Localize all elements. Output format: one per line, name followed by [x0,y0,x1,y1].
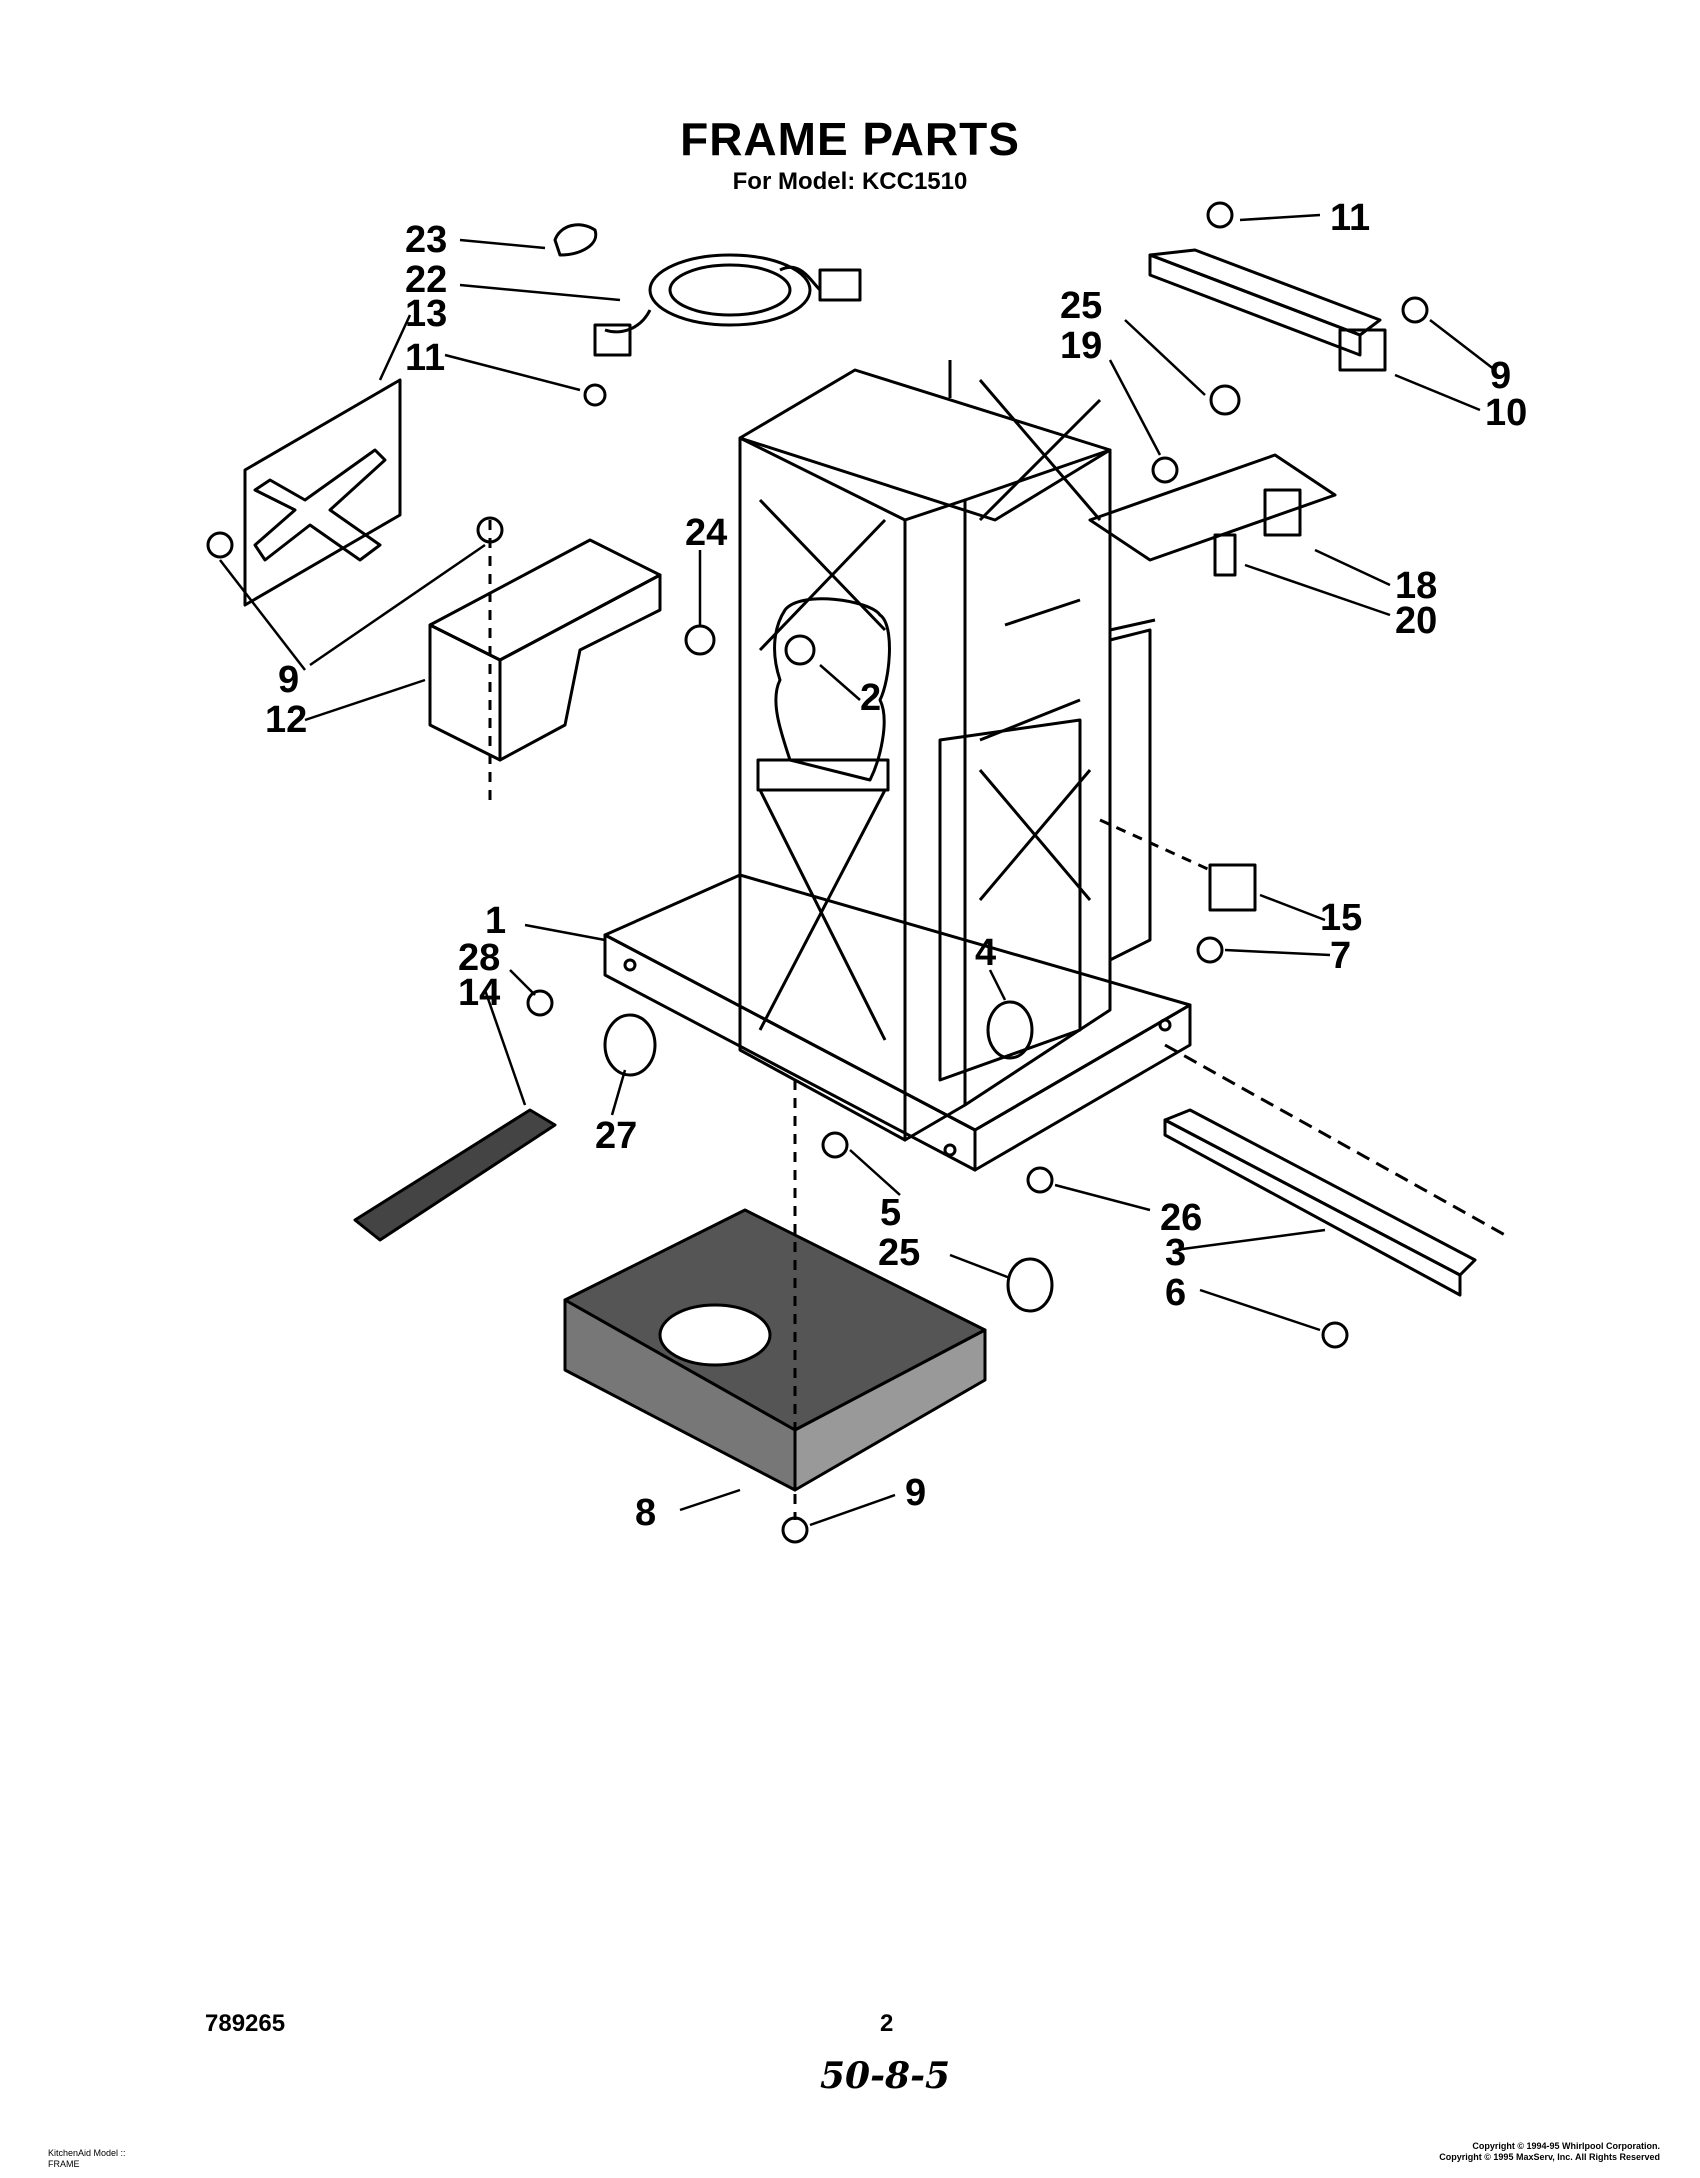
callout-4: 4 [975,932,996,974]
base-pan [603,873,1192,1172]
footer-model-line: KitchenAid Model :: [48,2148,126,2158]
callout-14: 14 [458,972,500,1014]
callout-27: 27 [595,1115,637,1157]
footer-copyright: Copyright © 1994-95 Whirlpool Corporatio… [1439,2141,1660,2163]
model-subtitle: For Model: KCC1510 [732,168,968,195]
callout-7: 7 [1330,935,1351,977]
callout-13: 13 [405,293,447,335]
callout-21: 22 [405,259,447,301]
hardware-parts [206,201,1429,1544]
callout-9-left: 9 [278,659,299,701]
callout-18: 18 [1395,565,1437,607]
leader-lines [219,213,1496,1527]
callout-labels: 23 22 13 11 11 9 10 25 19 18 20 24 2 9 1… [265,197,1527,1534]
part-22-clamp [553,223,598,257]
callout-26: 26 [1160,1197,1202,1239]
callout-2: 2 [860,677,881,719]
part-14-filter [353,1108,557,1242]
footer-model-info: KitchenAid Model :: FRAME [48,2148,126,2170]
callout-15: 15 [1320,897,1362,939]
part-8-fan-base [563,1080,987,1520]
callout-12: 12 [265,699,307,741]
part-10-bracket [1148,248,1387,372]
callout-11-left: 11 [405,337,445,379]
handwritten-note: 50-8-5 [820,2055,951,2097]
document-number: 789265 [205,2010,286,2037]
page-title: FRAME PARTS [680,113,1020,165]
callout-6: 6 [1165,1272,1186,1314]
copyright-line-2: Copyright © 1995 MaxServ, Inc. All Right… [1439,2152,1660,2162]
callout-9-top-right: 9 [1490,355,1511,397]
main-frame-tower [738,360,1156,1142]
callout-11-right: 11 [1330,197,1370,239]
callout-19: 19 [1060,325,1102,367]
callout-5: 5 [880,1192,901,1234]
callout-22: 23 [405,219,447,261]
callout-28: 28 [458,937,500,979]
part-15-switch [1099,818,1257,912]
part-12-cover [428,520,662,805]
callout-24: 24 [685,512,727,554]
part-18-switch-bracket [1088,453,1337,577]
copyright-line-1: Copyright © 1994-95 Whirlpool Corporatio… [1472,2141,1660,2151]
callout-8: 8 [635,1492,656,1534]
callout-3: 3 [1165,1232,1186,1274]
footer-section-line: FRAME [48,2159,80,2169]
callout-1: 1 [485,900,506,942]
callout-23: 25 [1060,285,1102,327]
callout-10: 10 [1485,392,1527,434]
callout-9-bottom: 9 [905,1472,926,1514]
part-13-panel [243,378,402,607]
page-number: 2 [880,2010,894,2037]
part-3-rail [1163,1043,1506,1297]
callout-20: 20 [1395,600,1437,642]
callout-25: 25 [878,1232,920,1274]
part-21-power-cord [593,253,862,357]
